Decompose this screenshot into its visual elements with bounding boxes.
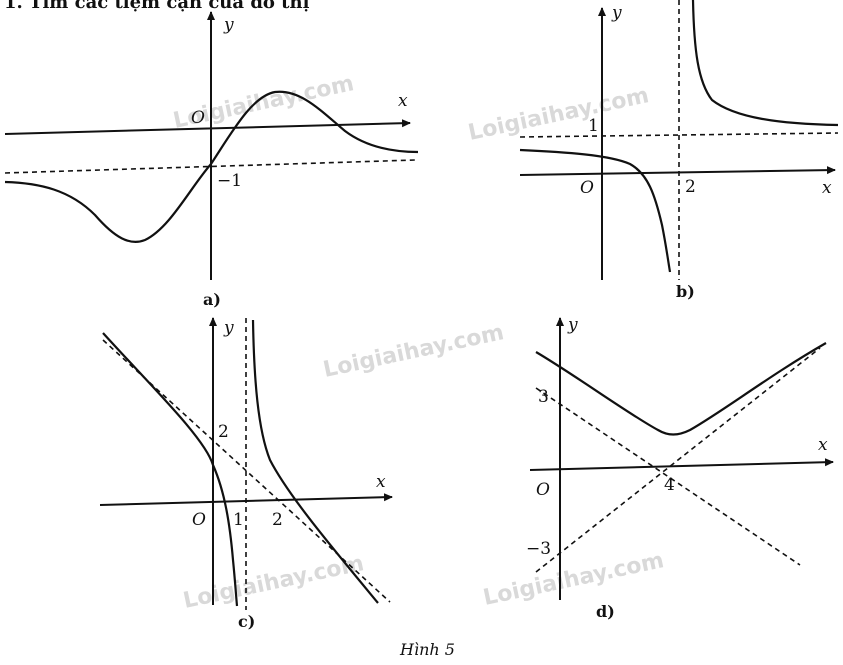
graph-d-label-minus-3: −3 xyxy=(526,539,551,559)
graph-d-curve xyxy=(535,342,827,436)
graph-d-x-label: x xyxy=(818,435,828,455)
graph-d-x-axis xyxy=(529,458,834,471)
graph-c-label-y-2: 2 xyxy=(218,422,229,442)
graph-c-x-label: x xyxy=(376,472,386,492)
graph-d-label-4: 4 xyxy=(664,475,675,495)
figure-caption: Hình 5 xyxy=(399,640,455,659)
graph-d-label-3: 3 xyxy=(538,387,549,407)
graph-a-x-axis xyxy=(4,119,411,135)
watermark-d: Loigiaihay.com xyxy=(481,548,666,611)
graph-c: y x O 2 1 2 c) xyxy=(99,317,393,631)
graph-d-caption: d) xyxy=(596,602,615,621)
graph-a-x-label: x xyxy=(398,91,408,111)
graph-d-asymptote-rising xyxy=(535,347,821,573)
graph-c-label-x-2: 2 xyxy=(272,510,283,530)
graph-b-label-1: 1 xyxy=(588,116,599,136)
graph-d-asymptote-falling xyxy=(535,387,801,566)
graph-c-origin: O xyxy=(192,510,206,530)
graph-b-asymptote-horizontal xyxy=(519,132,839,138)
graph-b-curve-right xyxy=(691,0,839,127)
graph-a: y x O −1 a) xyxy=(4,11,419,309)
graph-a-caption: a) xyxy=(203,290,221,309)
watermark-c-bottom: Loigiaihay.com xyxy=(181,551,366,614)
graph-a-label-minus-1: −1 xyxy=(217,171,242,191)
watermark-c-top: Loigiaihay.com xyxy=(321,320,506,383)
graph-a-curve xyxy=(4,90,419,243)
graph-c-y-label: y xyxy=(223,318,234,338)
graph-b: y x O 1 2 b) xyxy=(519,0,839,301)
graph-b-x-axis xyxy=(519,166,836,176)
graph-d-origin: O xyxy=(536,480,550,500)
graph-b-curve-left xyxy=(519,148,672,273)
graph-b-origin: O xyxy=(580,178,594,198)
graph-d-y-label: y xyxy=(567,315,578,335)
graph-c-curve-left xyxy=(102,332,239,607)
graph-a-y-label: y xyxy=(223,15,234,35)
graph-b-caption: b) xyxy=(676,282,695,301)
graph-a-origin: O xyxy=(191,108,205,128)
graph-d: y x O 3 4 −3 d) xyxy=(526,315,834,621)
graph-c-label-x-1: 1 xyxy=(233,510,244,530)
header-text: 1. Tìm các tiệm cận của đồ thị xyxy=(4,0,310,13)
graph-b-y-label: y xyxy=(611,3,622,23)
graph-c-curve-right xyxy=(251,319,379,604)
graph-b-label-2: 2 xyxy=(685,177,696,197)
graph-c-caption: c) xyxy=(238,612,255,631)
graph-b-x-label: x xyxy=(822,178,832,198)
